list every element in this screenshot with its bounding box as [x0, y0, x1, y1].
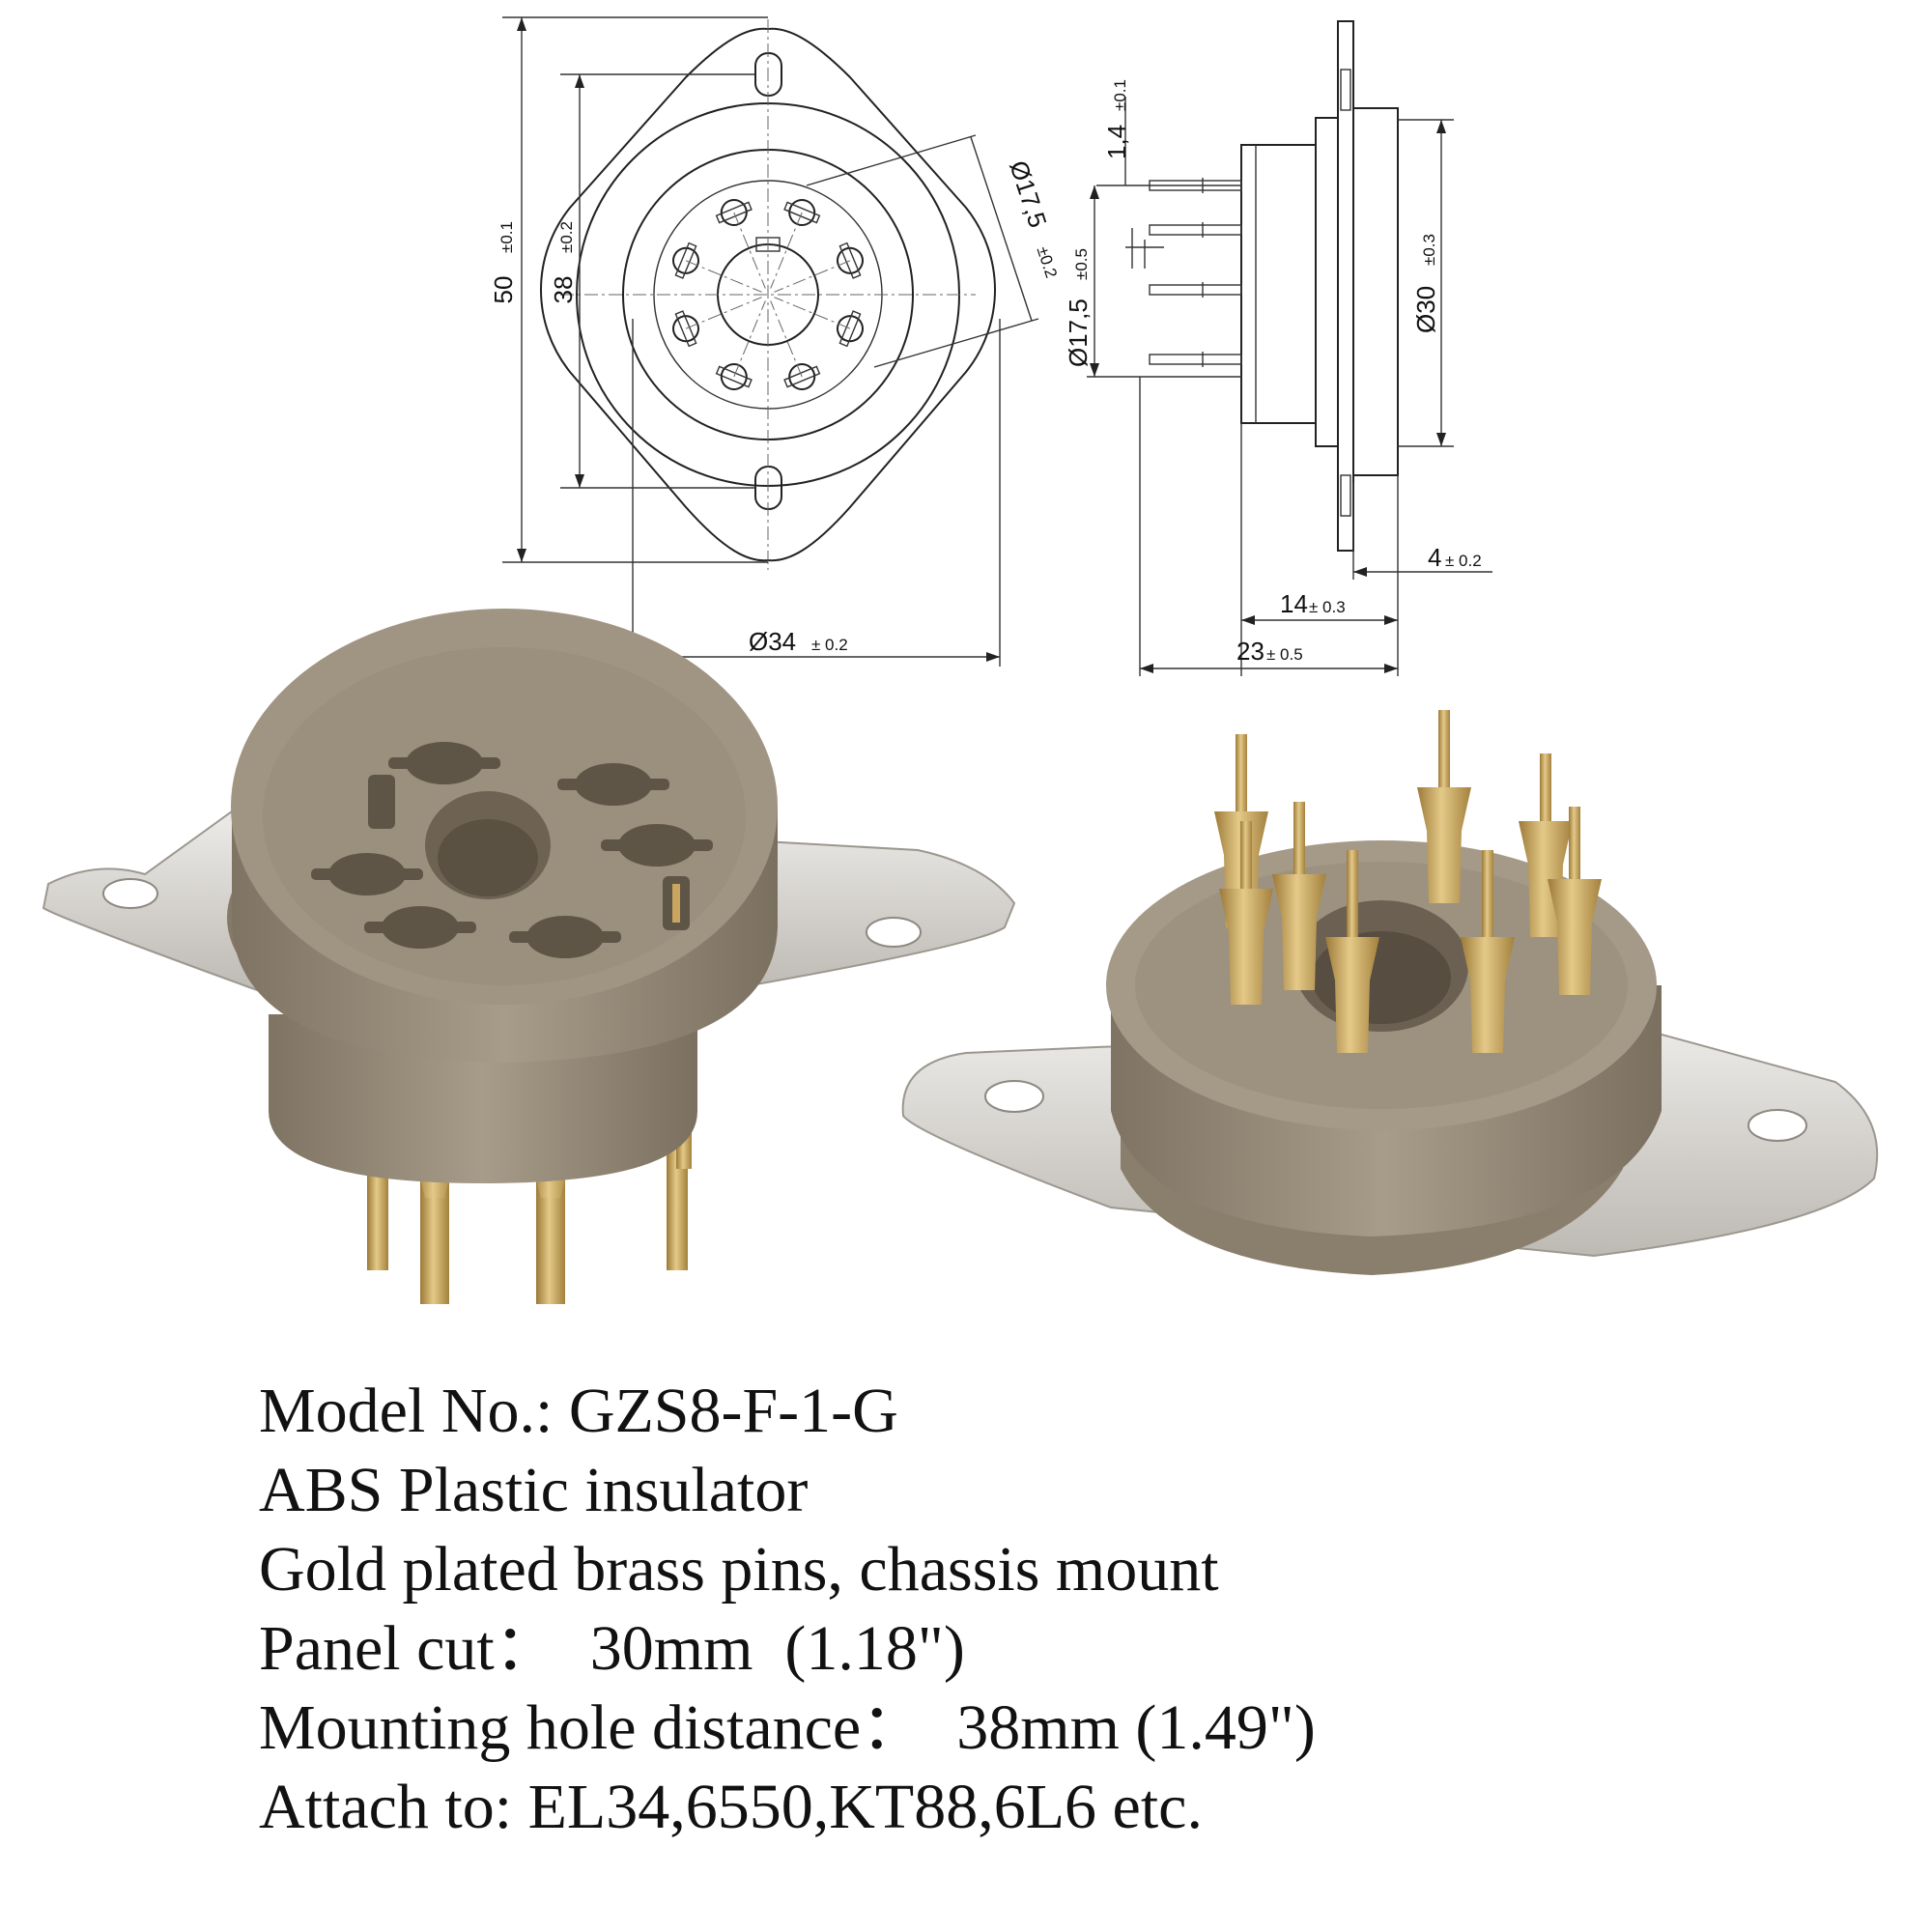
dim-pin-width-tol: ±0.1 — [1111, 79, 1129, 111]
dim-body-depth: 14 — [1280, 589, 1308, 618]
socket-photo-angled — [901, 710, 1879, 1275]
dim-pin-circle: Ø17,5 — [1004, 157, 1052, 232]
socket-photo-top — [42, 609, 1016, 1304]
drawing-pin-contact — [770, 300, 821, 390]
dim-pin-spacing-tol: ±0.5 — [1072, 248, 1091, 280]
dim-height-total-tol: ±0.1 — [497, 221, 516, 253]
dim-hole-distance: 38 — [549, 276, 578, 304]
side-view-pins — [1149, 178, 1242, 367]
gold-pin — [1461, 850, 1515, 1053]
drawing-pin-contact — [774, 242, 864, 293]
dim-flange-thickness-tol: ± 0.2 — [1445, 552, 1482, 570]
dim-body-tol: ±0.3 — [1420, 234, 1438, 266]
drawing-pin-contact — [672, 297, 762, 348]
socket-hole — [509, 916, 621, 958]
dim-pin-spacing: Ø17,5 — [1064, 298, 1093, 367]
gold-pin — [1272, 802, 1326, 990]
socket-hole — [601, 824, 713, 867]
gold-pin — [1219, 821, 1273, 1005]
socket-hole — [311, 853, 423, 895]
spec-attach: Attach to: EL34,6550,KT88,6L6 etc. — [259, 1772, 1203, 1842]
socket-hole — [557, 763, 669, 806]
gold-pin — [1325, 850, 1379, 1053]
dim-hole-distance-tol: ±0.2 — [557, 221, 576, 253]
spec-panel-cut: Panel cut： 30mm (1.18") — [259, 1613, 965, 1684]
dim-flange-tol: ± 0.2 — [811, 636, 848, 654]
gold-pin — [1417, 710, 1471, 903]
socket-hole — [388, 742, 500, 784]
drawing-pin-contacts — [672, 199, 864, 390]
dim-overall-depth: 23 — [1236, 637, 1264, 666]
spec-material: ABS Plastic insulator — [259, 1455, 809, 1525]
drawing-pin-contact — [715, 300, 766, 390]
spec-pins: Gold plated brass pins, chassis mount — [259, 1534, 1219, 1605]
spec-model: Model No.: GZS8-F-1-G — [259, 1376, 898, 1446]
socket-hole — [364, 906, 476, 949]
gold-pin — [1548, 807, 1602, 995]
drawing-pin-contact — [774, 297, 864, 348]
dim-flange-thickness: 4 — [1428, 543, 1441, 572]
side-pin — [1149, 282, 1242, 298]
spec-text-block: Model No.: GZS8-F-1-G ABS Plastic insula… — [259, 1372, 1853, 1847]
drawing-pin-contact — [715, 199, 766, 289]
dim-body: Ø30 — [1411, 286, 1440, 333]
dim-pin-width: 1,4 — [1102, 125, 1131, 159]
side-pin — [1149, 222, 1242, 238]
drawing-pin-contact — [770, 199, 821, 289]
spec-hole-distance: Mounting hole distance： 38mm (1.49") — [259, 1692, 1316, 1763]
socket-hole — [368, 775, 395, 829]
dim-body-depth-tol: ± 0.3 — [1309, 598, 1346, 616]
dim-overall-depth-tol: ± 0.5 — [1266, 645, 1303, 664]
side-view-drawing: 1,4 ±0.1 Ø17,5 ±0.5 Ø30 ±0.3 4 ± 0.2 — [1064, 20, 1492, 676]
dim-pin-circle-tol: ±0.2 — [1034, 244, 1061, 280]
socket-contact-holes — [311, 742, 713, 958]
socket-top-pins — [1214, 710, 1602, 1053]
dim-flange: Ø34 — [749, 627, 796, 656]
drawing-pin-contact — [672, 242, 762, 293]
front-view-drawing: 50 ±0.1 38 ±0.2 Ø17,5 ±0.2 Ø34 ± 0.2 — [489, 16, 1061, 667]
side-pin — [1149, 352, 1242, 367]
dim-height-total: 50 — [489, 276, 518, 304]
